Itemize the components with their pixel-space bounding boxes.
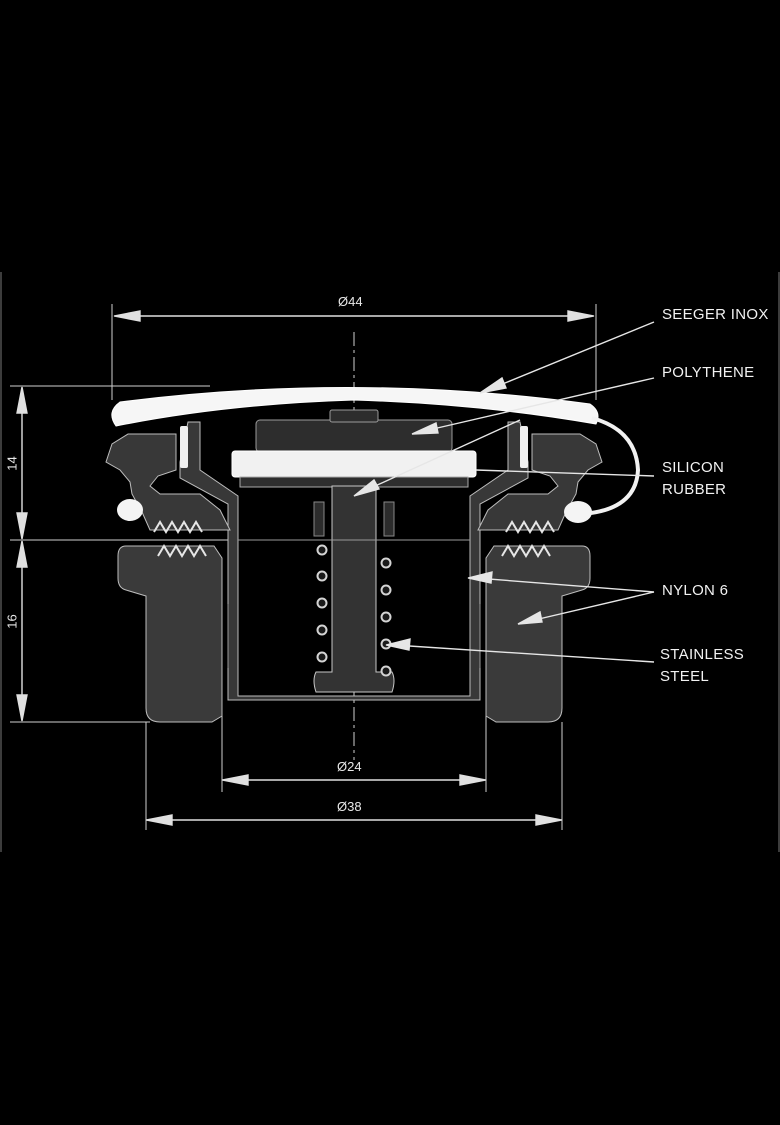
strap-knob-left (117, 499, 143, 521)
retaining-strap (581, 416, 641, 516)
dimension-top-width: Ø44 (338, 294, 363, 309)
inner-body (105, 421, 603, 701)
label-polythene: POLYTHENE (662, 364, 755, 381)
dimension-inner-width: Ø24 (337, 759, 362, 774)
thread-teeth (153, 520, 555, 558)
stem-slot-left (313, 501, 325, 537)
strap-knob-right (564, 501, 592, 523)
leader-lines (353, 321, 655, 663)
silicon-rubber-seal (231, 450, 477, 478)
dimension-bottom-width: Ø38 (337, 799, 362, 814)
label-silicon-line1: SILICON (662, 459, 725, 476)
lower-housing (117, 545, 591, 723)
seeger-inox-ring (111, 387, 599, 427)
polythene-lid (255, 409, 453, 453)
label-stainless-line1: STAINLESS (660, 646, 745, 663)
lid-pegs (180, 426, 528, 468)
stem-slot-right (383, 501, 395, 537)
dimension-lower-height: 16 (4, 614, 20, 629)
label-stainless-line2: STEEL (660, 668, 710, 685)
label-seeger-inox: SEEGER INOX (662, 306, 769, 323)
dimension-upper-height: 14 (4, 456, 20, 471)
inner-wall-lines (227, 539, 481, 668)
spring-coils (316, 544, 392, 677)
dimension-lines (16, 310, 595, 826)
label-silicon-line2: RUBBER (662, 481, 727, 498)
label-nylon-6: NYLON 6 (662, 582, 729, 599)
stainless-steel-stem (313, 485, 395, 693)
